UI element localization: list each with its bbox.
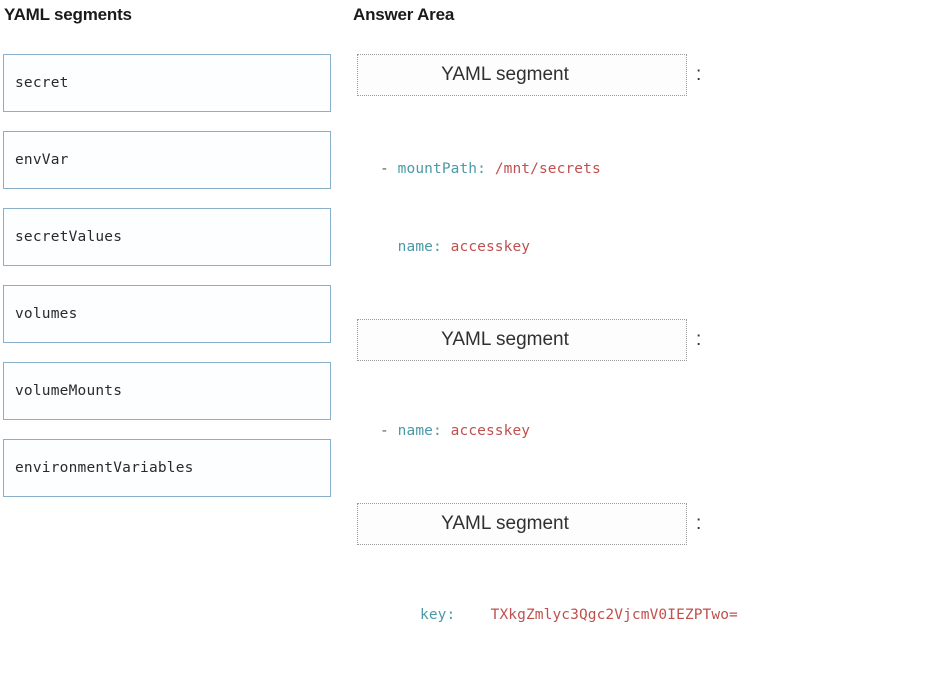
segment-tile-secret[interactable]: secret: [3, 54, 331, 112]
yaml-dash: [380, 239, 398, 255]
segment-tile-label: secret: [15, 75, 69, 91]
dropzone-colon: :: [696, 329, 702, 350]
yaml-code-line: name: accesskey: [380, 234, 935, 260]
answer-area-header: Answer Area: [353, 5, 455, 24]
answer-block-3: YAML segment : key: TXkgZmlyc3Qgc2VjcmV0…: [357, 496, 935, 680]
dropzone-label: YAML segment: [441, 64, 569, 85]
yaml-key: key:: [420, 607, 491, 623]
dropzone-colon: :: [696, 64, 702, 85]
yaml-segments-header: YAML segments: [4, 5, 132, 24]
yaml-code-line: - mountPath: /mnt/secrets: [380, 156, 935, 182]
dropzone-row-3: YAML segment :: [357, 503, 935, 545]
yaml-value: accesskey: [450, 239, 531, 255]
dropzone-row-2: YAML segment :: [357, 319, 935, 361]
answer-area: YAML segment : - mountPath: /mnt/secrets…: [357, 54, 935, 680]
segment-tile-volumemounts[interactable]: volumeMounts: [3, 362, 331, 420]
segment-tile-environmentvariables[interactable]: environmentVariables: [3, 439, 331, 497]
yaml-code-block-1: - mountPath: /mnt/secrets name: accesske…: [357, 96, 935, 312]
yaml-code-line: - name: accesskey: [380, 418, 935, 444]
dropzone-row-1: YAML segment :: [357, 54, 935, 96]
yaml-key: name:: [397, 239, 451, 255]
yaml-code-block-3: key: TXkgZmlyc3Qgc2VjcmV0IEZPTwo=: [357, 545, 935, 680]
segment-tile-secretvalues[interactable]: secretValues: [3, 208, 331, 266]
yaml-value: TXkgZmlyc3Qgc2VjcmV0IEZPTwo=: [490, 607, 738, 623]
dropzone-3[interactable]: YAML segment: [357, 503, 687, 545]
dropzone-label: YAML segment: [441, 513, 569, 534]
segment-tile-label: volumeMounts: [15, 383, 123, 399]
yaml-segments-list: secret envVar secretValues volumes volum…: [3, 54, 331, 516]
dropzone-label: YAML segment: [441, 329, 569, 350]
segment-tile-envvar[interactable]: envVar: [3, 131, 331, 189]
yaml-code-line: key: TXkgZmlyc3Qgc2VjcmV0IEZPTwo=: [420, 602, 935, 628]
yaml-dash: -: [380, 423, 398, 439]
answer-block-1: YAML segment : - mountPath: /mnt/secrets…: [357, 54, 935, 312]
segment-tile-label: secretValues: [15, 229, 123, 245]
segment-tile-label: envVar: [15, 152, 69, 168]
segment-tile-label: volumes: [15, 306, 78, 322]
segment-tile-volumes[interactable]: volumes: [3, 285, 331, 343]
answer-block-2: YAML segment : - name: accesskey: [357, 312, 935, 496]
segment-tile-label: environmentVariables: [15, 460, 194, 476]
dropzone-colon: :: [696, 513, 702, 534]
dropzone-2[interactable]: YAML segment: [357, 319, 687, 361]
yaml-key: mountPath:: [397, 161, 495, 177]
dropzone-1[interactable]: YAML segment: [357, 54, 687, 96]
yaml-key: name:: [397, 423, 451, 439]
yaml-value: accesskey: [450, 423, 531, 439]
yaml-code-block-2: - name: accesskey: [357, 361, 935, 496]
yaml-dash: -: [380, 161, 398, 177]
yaml-value: /mnt/secrets: [494, 161, 601, 177]
